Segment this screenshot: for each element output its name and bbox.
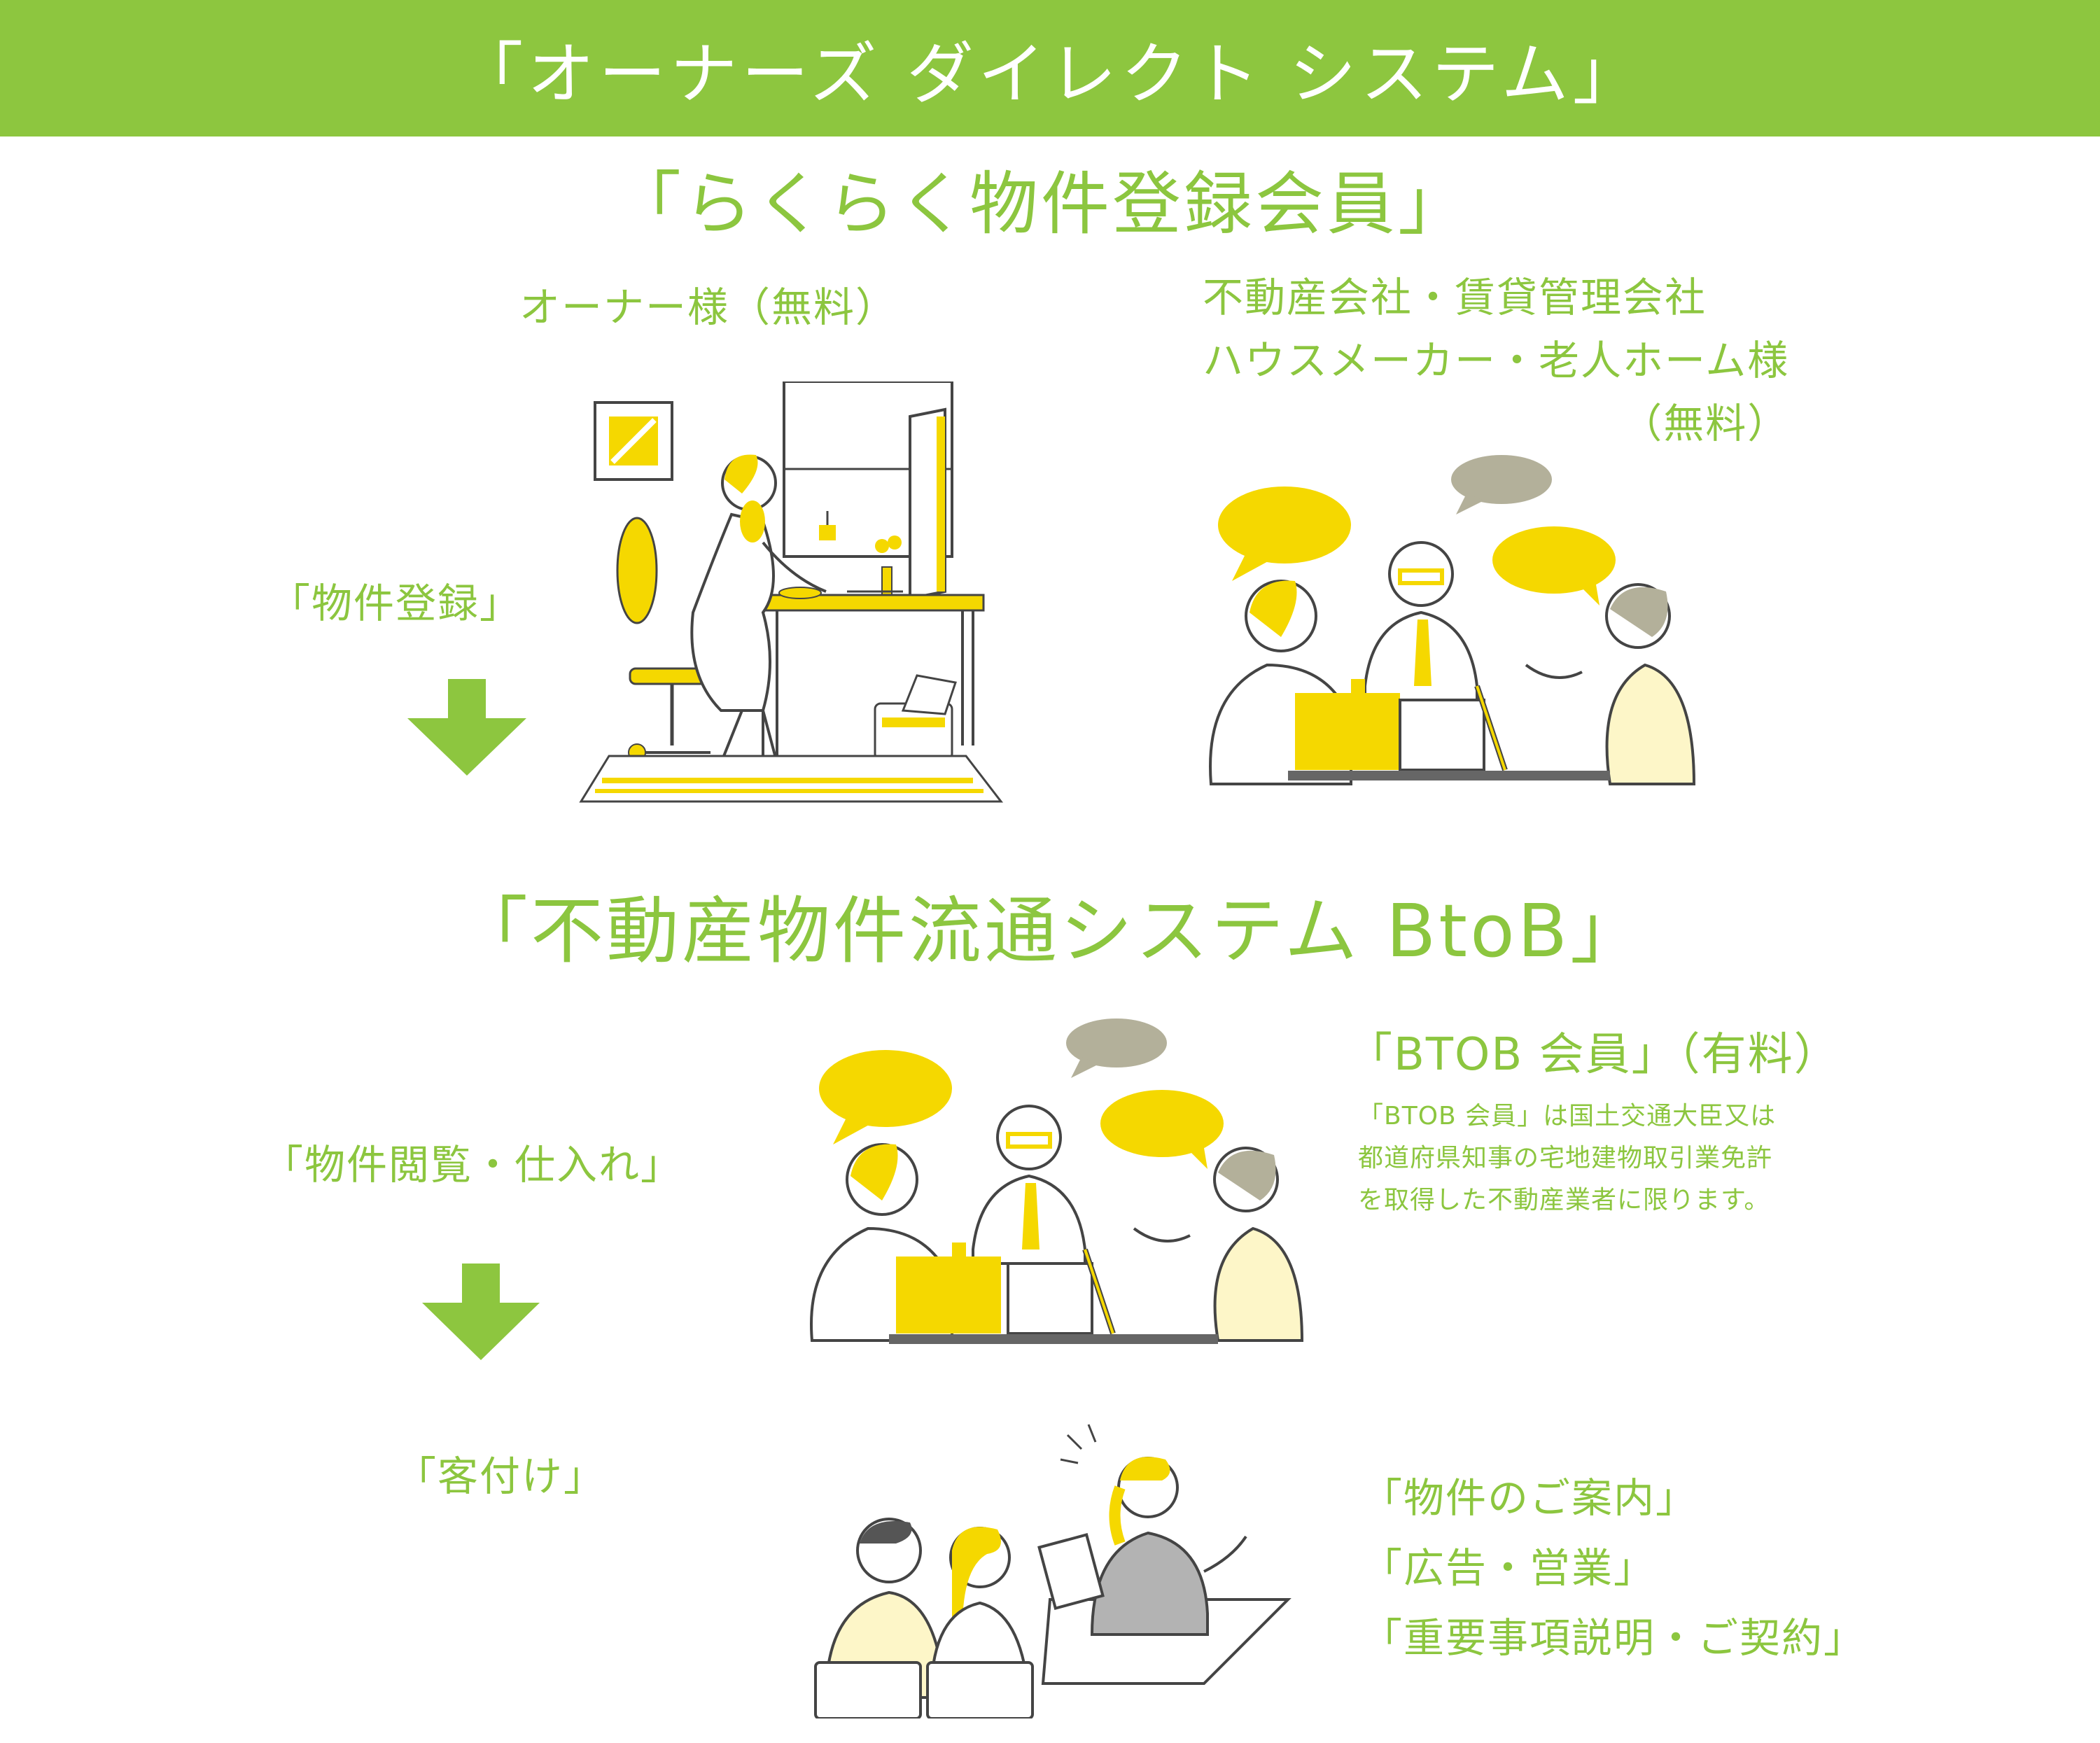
speech-bubble-icon (1066, 1018, 1167, 1078)
speech-bubble-icon (1451, 455, 1552, 514)
speech-bubble-icon (1100, 1090, 1224, 1169)
btob-note-line-2: 都道府県知事の宅地建物取引業免許 (1358, 1144, 1773, 1172)
services-list: 「物件のご案内」 「広告・営業」 「重要事項説明・ご契約」 (1362, 1463, 1865, 1673)
company-line-3: （無料） (1621, 400, 1790, 447)
section1-title: 「らくらく物件登録会員」 (612, 164, 1470, 244)
step-register-label: 「物件登録」 (270, 580, 522, 627)
company-line-2: ハウスメーカー・老人ホーム様 (1203, 337, 1790, 384)
btob-note-line-3: を取得した不動産業者に限ります。 (1358, 1186, 1770, 1214)
btob-note-line-1: 「BTOB 会員」は国土交通大臣又は (1358, 1102, 1777, 1130)
btob-member-notes: 「BTOB 会員」は国土交通大臣又は 都道府県知事の宅地建物取引業免許 を取得し… (1358, 1096, 1776, 1222)
owner-label: オーナー様（無料） (519, 284, 898, 331)
speech-bubble-icon (1492, 526, 1616, 606)
section2-title: 「不動産物件流通システム BtoB」 (455, 888, 1646, 974)
speech-bubble-icon (819, 1050, 952, 1144)
service-item-contract: 「重要事項説明・ご契約」 (1362, 1614, 1866, 1662)
banner-title: 「オーナーズ ダイレクト システム」 (456, 35, 1644, 113)
btob-member-label: 「BTOB 会員」（有料） (1348, 1029, 1840, 1081)
speech-bubble-icon (1218, 486, 1351, 581)
down-arrow-icon (407, 679, 526, 776)
company-label: 不動産会社・賃貸管理会社 ハウスメーカー・老人ホーム様 （無料） (1203, 266, 1789, 455)
service-item-advertising: 「広告・営業」 (1362, 1544, 1656, 1592)
header-banner: 「オーナーズ ダイレクト システム」 (0, 0, 2100, 136)
step-browse-label: 「物件閲覧・仕入れ」 (262, 1141, 683, 1189)
step-leasing-label: 「客付け」 (396, 1452, 606, 1500)
owner-at-desk-illustration (579, 382, 1004, 803)
btob-meeting-illustration (810, 1018, 1304, 1344)
company-line-1: 不動産会社・賃貸管理会社 (1203, 274, 1707, 321)
service-item-guidance: 「物件のご案内」 (1362, 1474, 1698, 1522)
agent-with-clients-illustration (814, 1424, 1292, 1718)
agents-meeting-illustration (1209, 455, 1696, 785)
down-arrow-icon (422, 1264, 540, 1360)
